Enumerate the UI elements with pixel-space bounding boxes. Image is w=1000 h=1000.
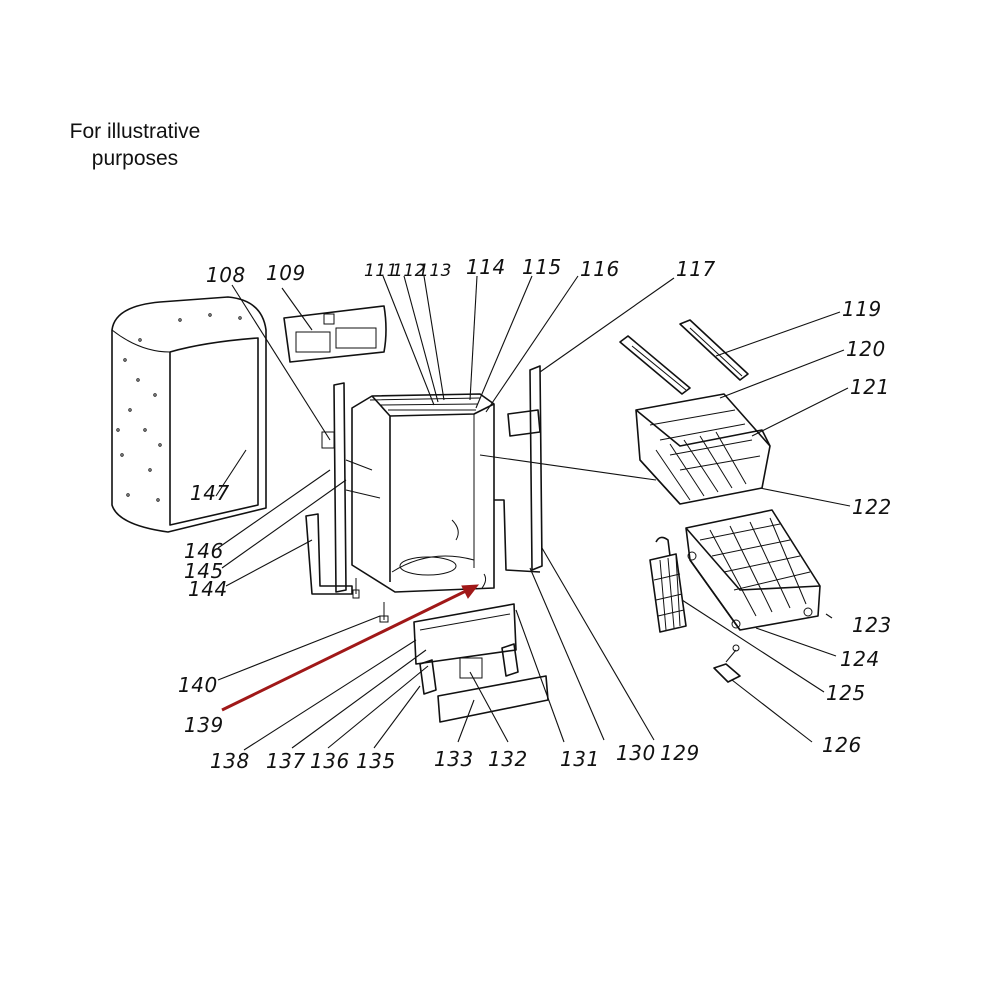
callout-121: 121: [850, 375, 890, 399]
callout-119: 119: [842, 297, 882, 321]
callout-112: 112: [392, 261, 426, 281]
callout-115: 115: [522, 255, 562, 279]
callout-116: 116: [580, 257, 620, 281]
part-133-kick-plate: [437, 675, 549, 723]
part-123-lower-rack: [685, 509, 821, 631]
callout-123: 123: [852, 613, 892, 637]
caption-line-1: For illustrative: [69, 120, 201, 143]
callout-122: 122: [852, 495, 892, 519]
part-119-rack-clips: [619, 319, 749, 395]
leader-lines: [215, 275, 851, 751]
part-140-screw: [379, 602, 389, 623]
tub-assembly: [351, 393, 495, 593]
callout-133: 133: [434, 747, 474, 771]
callout-146: 146: [184, 539, 224, 563]
callout-117: 117: [676, 257, 716, 281]
part-144-left-bracket: [305, 513, 360, 599]
callout-113: 113: [418, 261, 452, 281]
part-131-toe-panel: [413, 603, 517, 665]
callout-125: 125: [826, 681, 866, 705]
diagram-caption: For illustrative purposes: [40, 118, 230, 172]
callout-135: 135: [356, 749, 396, 773]
caption-line-2: purposes: [91, 147, 179, 170]
callout-130: 130: [616, 741, 656, 765]
callout-129: 129: [660, 741, 700, 765]
callout-131: 131: [560, 747, 600, 771]
callout-labels: 108 109 111 112 113 114 115 116 117 119 …: [178, 255, 892, 773]
callout-139: 139: [184, 713, 224, 737]
callout-114: 114: [466, 255, 506, 279]
part-121-upper-rack: [635, 393, 771, 505]
callout-137: 137: [266, 749, 306, 773]
callout-144: 144: [188, 577, 228, 601]
part-109-top-plate: [283, 305, 387, 363]
callout-109: 109: [266, 261, 306, 285]
callout-132: 132: [488, 747, 528, 771]
callout-147: 147: [190, 481, 230, 505]
highlight-arrow-139: [221, 584, 480, 712]
part-125-cutlery-basket: [649, 536, 687, 633]
callout-111: 111: [364, 261, 398, 281]
callout-124: 124: [840, 647, 880, 671]
callout-120: 120: [846, 337, 886, 361]
callout-126: 126: [822, 733, 862, 757]
part-135-hinge-brackets: [419, 643, 519, 695]
callout-140: 140: [178, 673, 218, 697]
callout-108: 108: [206, 263, 246, 287]
part-126-spray-hub: [713, 644, 741, 683]
part-147-cabinet-panel: [111, 296, 267, 533]
callout-138: 138: [210, 749, 250, 773]
part-146-left-rail: [321, 382, 381, 593]
callout-136: 136: [310, 749, 350, 773]
part-117-right-rail: [494, 365, 543, 573]
callout-145: 145: [184, 559, 224, 583]
